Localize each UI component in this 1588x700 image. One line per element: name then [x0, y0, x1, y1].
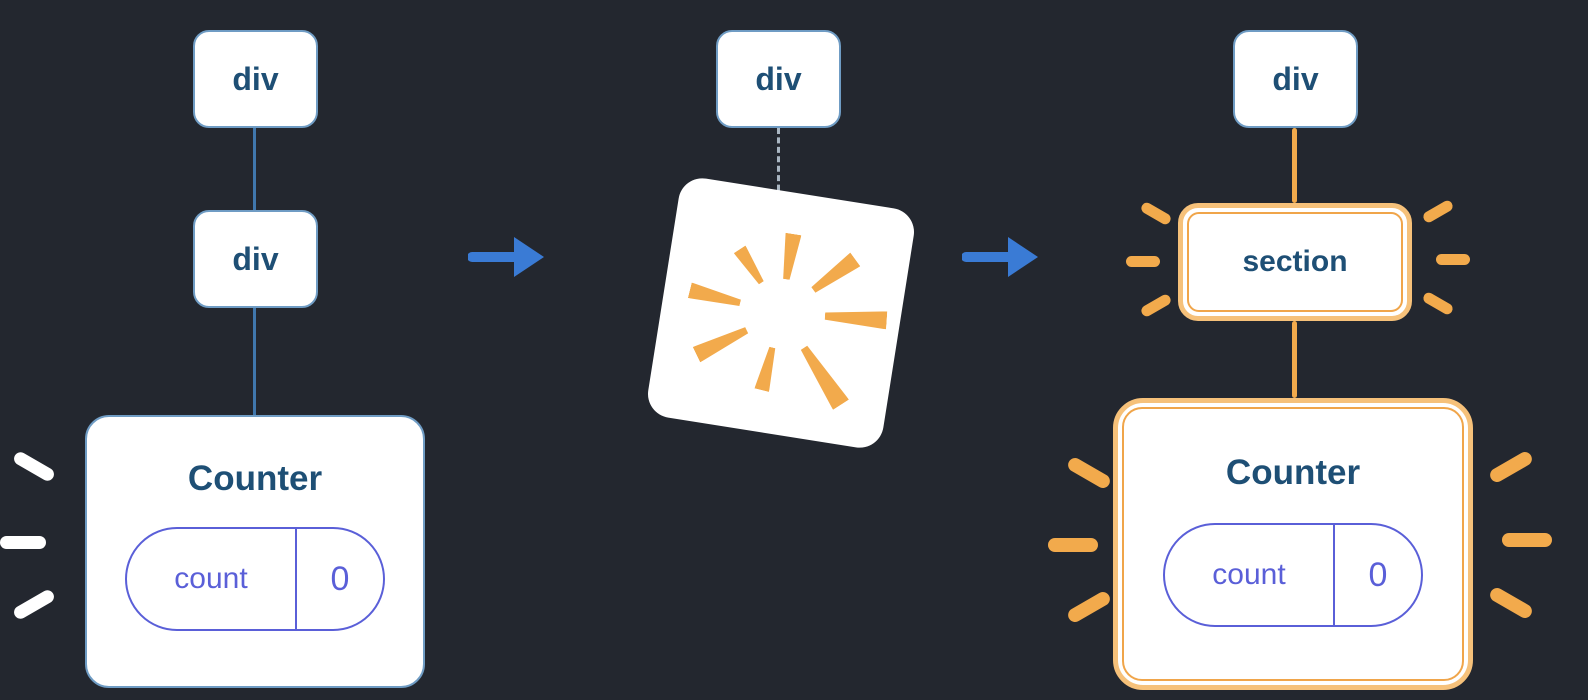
- counter-component-card: Counter count 0: [85, 415, 425, 688]
- burst-mark: [1139, 292, 1173, 319]
- burst-mark: [1487, 585, 1535, 621]
- burst-mark: [1065, 589, 1113, 625]
- burst-mark: [1436, 254, 1470, 265]
- tree-edge: [253, 308, 256, 415]
- burst-mark: [1139, 200, 1173, 227]
- tree-node-section-highlighted: section: [1178, 203, 1412, 321]
- node-label: div: [232, 240, 279, 277]
- state-pill: count 0: [1163, 523, 1423, 627]
- tree-node-child: div: [193, 210, 318, 308]
- burst-mark: [1065, 455, 1113, 491]
- state-value: 0: [1368, 555, 1388, 594]
- component-title: Counter: [187, 459, 323, 498]
- burst-mark: [1048, 538, 1098, 552]
- tree-node-root: div: [716, 30, 841, 128]
- tree-edge: [253, 128, 256, 210]
- burst-mark: [1421, 198, 1455, 225]
- node-label: div: [1272, 60, 1319, 97]
- arrow-right-icon: [468, 237, 544, 277]
- tree-node-root: div: [193, 30, 318, 128]
- tree-node-section-inner: section: [1187, 212, 1403, 312]
- tree-edge-highlighted: [1292, 128, 1297, 203]
- tree-edge-highlighted: [1292, 321, 1297, 398]
- counter-component-card-highlighted: Counter count 0: [1113, 398, 1473, 690]
- tree-node-root: div: [1233, 30, 1358, 128]
- arrow-right-icon: [962, 237, 1038, 277]
- burst-mark: [1421, 290, 1455, 317]
- burst-mark: [1126, 256, 1160, 267]
- node-label: div: [232, 60, 279, 97]
- counter-component-inner: Counter count 0: [1122, 407, 1464, 681]
- state-key: count: [1165, 525, 1335, 625]
- burst-mark: [1502, 533, 1552, 547]
- state-value: 0: [330, 559, 350, 598]
- state-key: count: [127, 529, 297, 629]
- node-label: div: [755, 60, 802, 97]
- burst-mark: [1487, 449, 1535, 485]
- component-title: Counter: [1225, 453, 1361, 492]
- node-label: section: [1242, 245, 1348, 278]
- tree-edge-dashed: [777, 128, 780, 200]
- burst-mark: [0, 536, 46, 549]
- state-pill: count 0: [125, 527, 385, 631]
